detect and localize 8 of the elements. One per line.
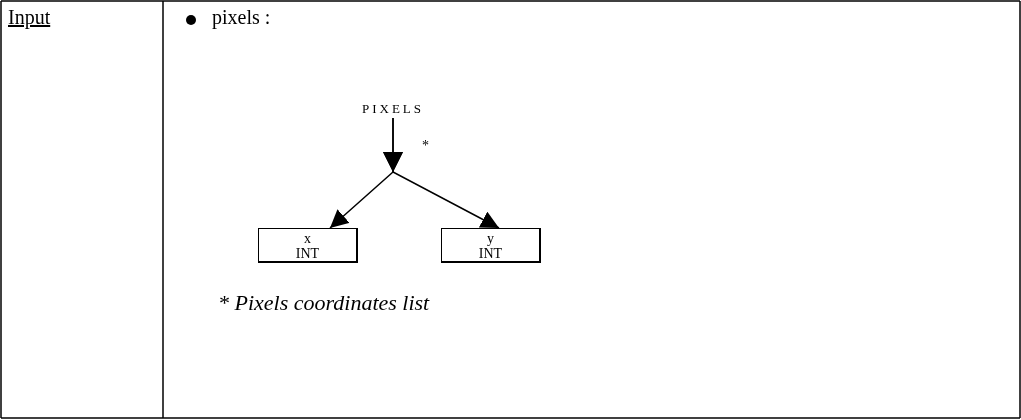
bullet-text: pixels :: [212, 6, 271, 29]
footnote-text: * Pixels coordinates list: [218, 290, 430, 316]
arrow: [383, 117, 500, 229]
node-label: PIXELS: [358, 100, 428, 117]
row-header: Input: [8, 6, 51, 29]
footnote-mark: *: [422, 138, 429, 154]
data-box: y INT: [441, 228, 541, 263]
data-box: x INT: [258, 228, 358, 263]
